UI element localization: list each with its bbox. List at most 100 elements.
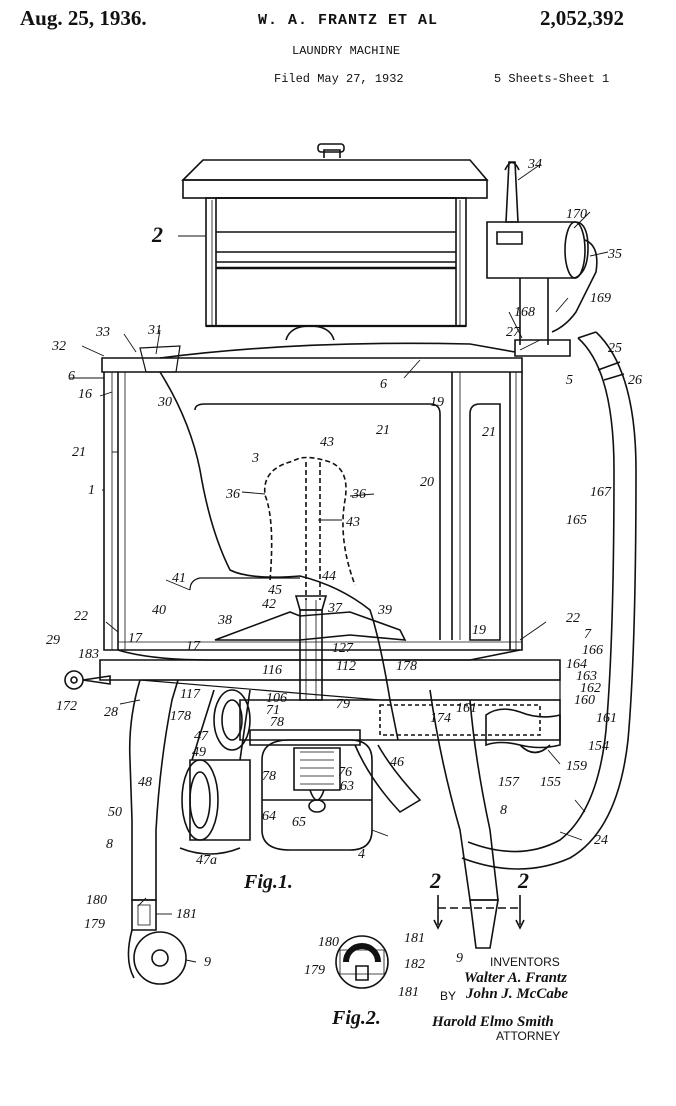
section-label-right: 2 [517, 868, 529, 893]
ref-180: 180 [86, 893, 107, 908]
ref-17b: 17 [186, 639, 201, 654]
ref-30: 30 [157, 395, 172, 410]
ref-21c: 21 [482, 425, 496, 440]
ref-168: 168 [514, 305, 535, 320]
ref-36b: 36 [351, 487, 366, 502]
ref-178b: 178 [170, 709, 191, 724]
ref-43b: 43 [346, 515, 360, 530]
ref-159: 159 [566, 759, 587, 774]
ref-36: 36 [225, 487, 240, 502]
ref-2: 2 [151, 222, 163, 247]
ref-79: 79 [336, 697, 350, 712]
ref-183: 183 [78, 647, 99, 662]
ref-27: 27 [506, 325, 521, 340]
ref-20: 20 [420, 475, 434, 490]
ref-6b: 6 [380, 377, 387, 392]
ref-37: 37 [327, 601, 343, 616]
ref-78: 78 [270, 715, 284, 730]
ref-8: 8 [106, 837, 113, 852]
ref-42: 42 [262, 597, 276, 612]
ref-181: 181 [176, 907, 197, 922]
ref-112: 112 [336, 659, 356, 674]
ref-19: 19 [430, 395, 444, 410]
ref-47: 47 [194, 729, 209, 744]
wringer-assembly [183, 144, 487, 326]
ref-22: 22 [74, 609, 88, 624]
ref-5: 5 [566, 373, 573, 388]
ref-47a: 47a [196, 853, 217, 868]
ref-19b: 19 [472, 623, 486, 638]
ref-117: 117 [180, 687, 201, 702]
ref-164: 164 [566, 657, 587, 672]
ref-39: 39 [377, 603, 392, 618]
ref-21b: 21 [376, 423, 390, 438]
ref-65: 65 [292, 815, 306, 830]
ref-9: 9 [204, 955, 211, 970]
ref-48: 48 [138, 775, 152, 790]
inventors-heading: INVENTORS [490, 955, 560, 969]
ref-160: 160 [574, 693, 595, 708]
ref-63: 63 [340, 779, 354, 794]
ref-166: 166 [582, 643, 603, 658]
ref-9b: 9 [456, 951, 463, 966]
ref-28: 28 [104, 705, 118, 720]
ref-34: 34 [527, 157, 542, 172]
ref-29: 29 [46, 633, 60, 648]
ref-35: 35 [607, 247, 622, 262]
ref-41: 41 [172, 571, 186, 586]
ref-21: 21 [72, 445, 86, 460]
ref-44: 44 [322, 569, 336, 584]
ref-179: 179 [84, 917, 105, 932]
fig2-caster-section [336, 936, 388, 988]
inventor-1: Walter A. Frantz [464, 970, 567, 986]
ref-169: 169 [590, 291, 611, 306]
leader-lines [70, 164, 608, 962]
ref-172: 172 [56, 699, 77, 714]
reference-labels: 34 170 35 2 168 169 27 25 5 32 33 31 6 1… [46, 157, 642, 970]
ref-6: 6 [68, 369, 75, 384]
gear-housing [100, 660, 560, 753]
ref-31: 31 [147, 323, 162, 338]
ref-167: 167 [590, 485, 612, 500]
ref-38: 38 [217, 613, 232, 628]
ref-78b: 78 [262, 769, 276, 784]
ref-161: 161 [456, 701, 477, 716]
fig2-ref-180: 180 [318, 935, 339, 950]
ref-165: 165 [566, 513, 587, 528]
ref-8b: 8 [500, 803, 507, 818]
ref-32: 32 [51, 339, 66, 354]
ref-174: 174 [430, 711, 451, 726]
ref-161b: 161 [596, 711, 617, 726]
fig2-ref-181: 181 [404, 931, 425, 946]
ref-178: 178 [396, 659, 417, 674]
attorney-label: ATTORNEY [496, 1029, 560, 1043]
ref-127: 127 [332, 641, 354, 656]
ref-157: 157 [498, 775, 520, 790]
ref-16: 16 [78, 387, 92, 402]
fig2-label: Fig.2. [331, 1007, 381, 1029]
ref-7: 7 [584, 627, 592, 642]
ref-50: 50 [108, 805, 122, 820]
ref-64: 64 [262, 809, 276, 824]
by-label: BY [440, 989, 456, 1003]
ref-1: 1 [88, 483, 95, 498]
ref-49: 49 [192, 745, 206, 760]
ref-40: 40 [152, 603, 166, 618]
fig2-ref-181b: 181 [398, 985, 419, 1000]
signature-block: INVENTORS Walter A. Frantz BY John J. Mc… [431, 955, 568, 1043]
ref-4: 4 [358, 847, 365, 862]
ref-43: 43 [320, 435, 334, 450]
agitator-base [215, 596, 405, 700]
ref-3: 3 [251, 451, 259, 466]
ref-155: 155 [540, 775, 561, 790]
ref-25: 25 [608, 341, 622, 356]
section-label-left: 2 [429, 868, 441, 893]
ref-170: 170 [566, 207, 587, 222]
ref-116: 116 [262, 663, 282, 678]
ref-22b: 22 [566, 611, 580, 626]
fig2-ref-182: 182 [404, 957, 425, 972]
ref-154: 154 [588, 739, 609, 754]
tub-body [102, 326, 522, 740]
ref-76: 76 [338, 765, 352, 780]
